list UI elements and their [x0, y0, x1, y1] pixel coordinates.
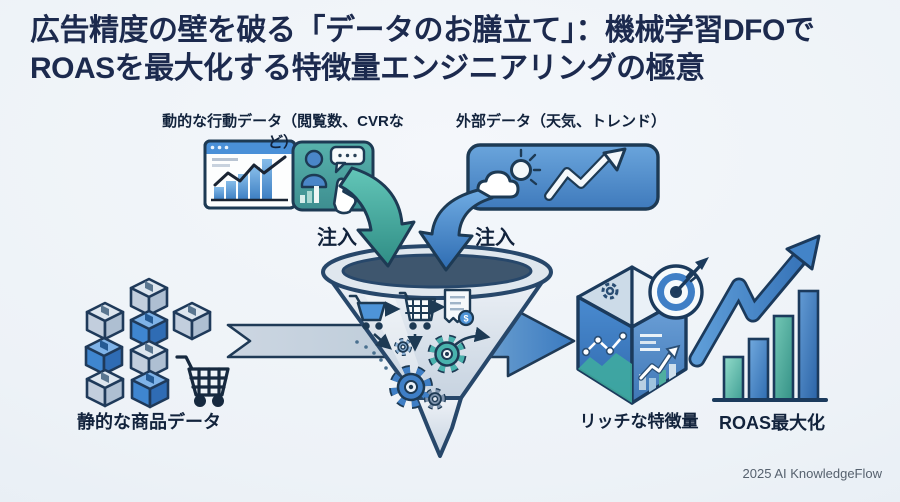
cart-full-icon: [398, 291, 437, 330]
injection-arrow-blue: [418, 188, 494, 272]
gear-icon: [427, 334, 467, 374]
title-line-1: 広告精度の壁を破る「データのお膳立て」：機械学習DFOで: [30, 14, 815, 47]
dollar-glyph: $: [463, 314, 468, 324]
funnel-process-icons: $: [348, 288, 491, 410]
cart-empty-icon: [348, 294, 387, 330]
target-dart-icon: [648, 257, 709, 320]
mini-bars-icon: [300, 186, 319, 203]
external-data-label: 外部データ（天気、トレンド）: [455, 113, 666, 130]
speech-bubble-icon: [329, 145, 366, 174]
browser-analytics-icon: [203, 139, 297, 210]
gear-icon: [394, 338, 412, 356]
dotted-trail: [355, 340, 388, 370]
rich-features-label: リッチな特徴量: [579, 412, 699, 431]
injection-arrow-teal: [338, 166, 416, 268]
product-boxes-icon: [84, 277, 212, 409]
gear-icon: [601, 282, 619, 300]
inject-label-right: 注入: [475, 227, 515, 249]
roas-max-label: ROAS最大化: [718, 413, 825, 433]
footer-credit: 2025 AI KnowledgeFlow: [742, 466, 882, 481]
trend-up-icon: [544, 147, 627, 201]
external-data-card: [466, 143, 660, 211]
growth-arrow-icon: [688, 234, 821, 368]
gear-icon: [389, 365, 433, 409]
static-product-data-label: 静的な商品データ: [77, 412, 221, 432]
title-line-2: ROASを最大化する特徴量エンジニアリングの極意: [30, 52, 705, 86]
page-title: 広告精度の壁を破る「データのお膳立て」：機械学習DFOで ROASを最大化する特…: [30, 12, 880, 89]
feature-cube-icon: [576, 265, 688, 405]
receipt-dollar-icon: $: [443, 288, 475, 327]
gear-icon: [424, 388, 446, 410]
behavior-data-label: 動的な行動データ（閲覧数、CVRなど）: [162, 113, 404, 151]
roas-bar-chart-icon: [712, 289, 828, 402]
shopping-cart-icon: [175, 355, 230, 408]
inject-label-left: 注入: [317, 227, 357, 249]
